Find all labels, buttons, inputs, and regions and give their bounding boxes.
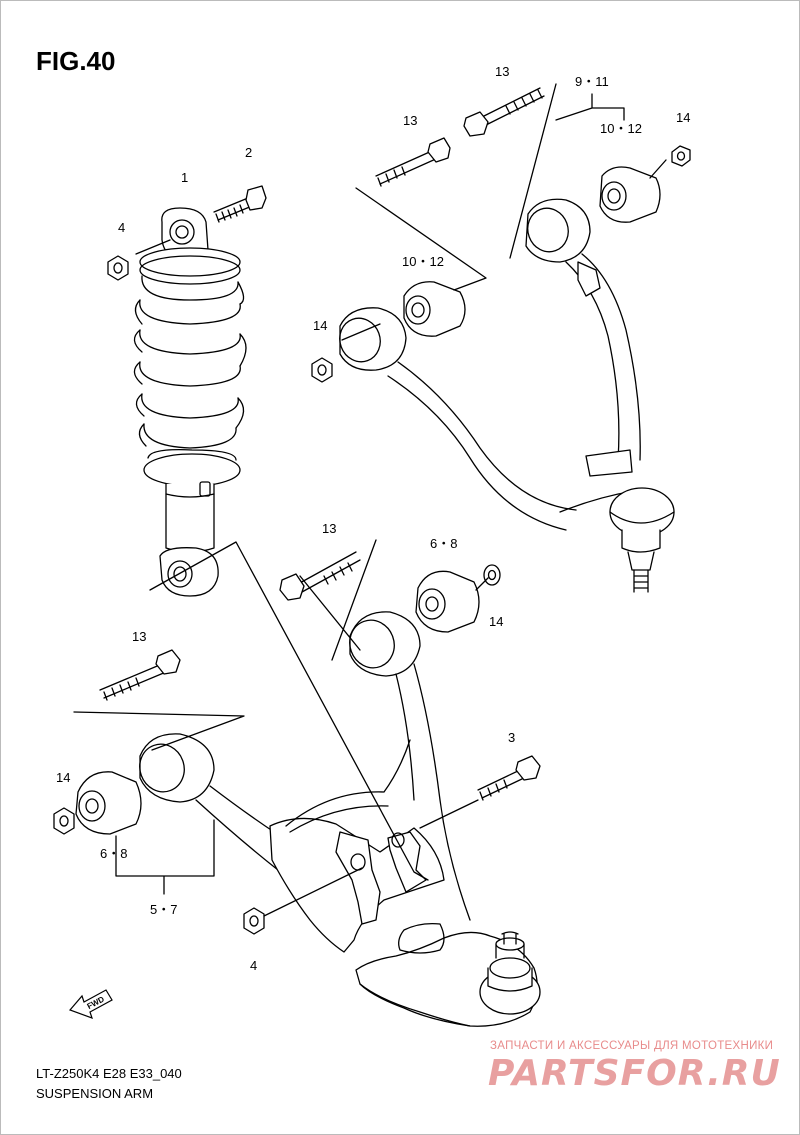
callout-5-7: 5・7	[150, 902, 177, 917]
callout-9-11: 9・11	[575, 74, 609, 89]
callout-13-left: 13	[403, 113, 417, 128]
shock-absorber	[133, 207, 247, 597]
figure-title: FIG.40	[36, 46, 116, 76]
callout-13-top: 13	[495, 64, 509, 79]
section-name: SUSPENSION ARM	[36, 1086, 154, 1101]
bushing-6-8-lower	[75, 771, 142, 835]
callout-14-mid-right: 14	[489, 614, 503, 629]
callout-14-upper-left: 14	[313, 318, 327, 333]
bolt-13-top	[463, 87, 545, 137]
bolt-13-lower	[99, 649, 181, 701]
washer-14-mid-right	[483, 564, 501, 586]
watermark-logo: PARTSFOR.RU	[488, 1053, 781, 1094]
lower-arm	[139, 611, 541, 1027]
callout-13-lower: 13	[132, 629, 146, 644]
callout-4-upper: 4	[118, 220, 125, 235]
callout-13-mid: 13	[322, 521, 336, 536]
nut-4-upper	[107, 255, 129, 281]
callout-4-lower: 4	[250, 958, 257, 973]
bolt-3	[477, 755, 541, 801]
nut-14-lower-left	[53, 807, 75, 835]
callout-3: 3	[508, 730, 515, 745]
bushing-10-12-upper	[599, 166, 661, 223]
callout-10-12-upper: 10・12	[600, 121, 642, 136]
nut-14-top	[671, 145, 691, 167]
bushing-10-12-lower	[403, 281, 466, 337]
fwd-arrow-icon: FWD	[68, 989, 113, 1019]
callout-14-lower-left: 14	[56, 770, 70, 785]
nut-14-upper-left	[311, 357, 333, 383]
bolt-2	[213, 185, 267, 223]
bolt-13-mid	[279, 551, 361, 601]
callout-6-8-lower: 6・8	[100, 846, 127, 861]
watermark-subtitle: ЗАПЧАСТИ И АКСЕССУАРЫ ДЛЯ МОТОТЕХНИКИ	[490, 1040, 774, 1052]
callout-14-top: 14	[676, 110, 690, 125]
bushing-6-8-upper	[415, 570, 480, 633]
callout-1: 1	[181, 170, 188, 185]
callout-10-12-lower: 10・12	[402, 254, 444, 269]
callout-6-8-upper: 6・8	[430, 536, 457, 551]
bolt-13-left	[375, 137, 451, 187]
callout-2: 2	[245, 145, 252, 160]
upper-arm	[339, 198, 675, 593]
model-code: LT-Z250K4 E28 E33_040	[36, 1066, 182, 1081]
nut-4-lower	[243, 907, 265, 935]
